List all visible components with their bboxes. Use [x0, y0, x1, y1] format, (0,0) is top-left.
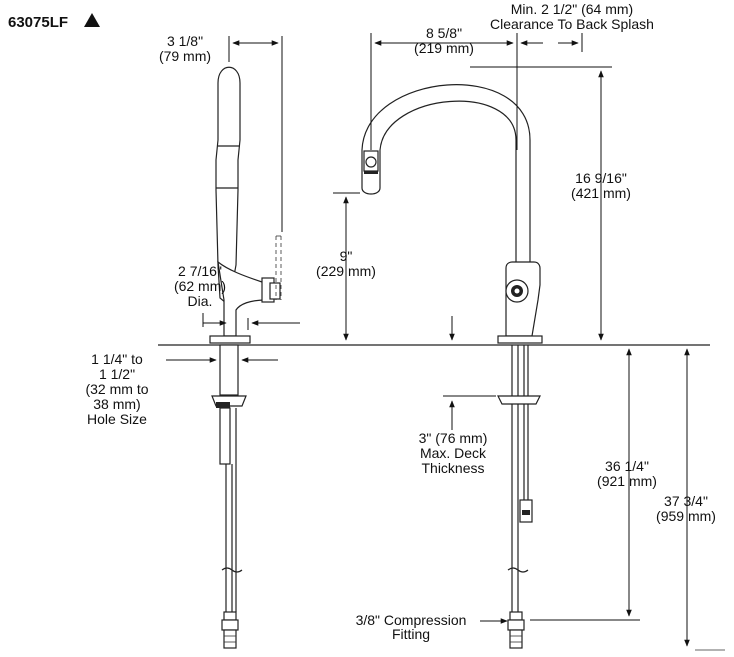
dimension-spout-height — [470, 66, 612, 341]
label-hole-size-2: 1 1/2" — [99, 366, 135, 382]
label-deck-thickness-1: 3" (76 mm) — [419, 430, 488, 446]
model-number: 63075LF — [8, 14, 68, 31]
label-overall-mm: (959 mm) — [656, 508, 716, 524]
label-width-top-mm: (79 mm) — [159, 48, 211, 64]
label-hole-size-1: 1 1/4" to — [91, 351, 143, 367]
label-base-dia-in: 2 7/16" — [178, 263, 222, 279]
label-spout-height-mm: (421 mm) — [571, 185, 631, 201]
label-base-dia-word: Dia. — [188, 293, 213, 309]
label-deck-thickness-3: Thickness — [421, 460, 484, 476]
dimension-below-deck — [530, 348, 640, 621]
label-below-deck-mm: (921 mm) — [597, 473, 657, 489]
label-compression-1: 3/8" Compression — [356, 612, 467, 628]
label-aerator-height-mm: (229 mm) — [316, 263, 376, 279]
label-overall-in: 37 3/4" — [664, 493, 708, 509]
label-reach-in: 8 5/8" — [426, 25, 462, 41]
dimension-spout-reach — [370, 33, 518, 150]
warning-triangle-icon — [84, 13, 100, 27]
label-reach-mm: (219 mm) — [414, 40, 474, 56]
label-hole-size-3: (32 mm to — [85, 381, 148, 397]
dimension-width-top — [228, 36, 283, 232]
label-hole-size-5: Hole Size — [87, 411, 147, 427]
front-view-faucet — [361, 84, 543, 649]
label-width-top-in: 3 1/8" — [167, 33, 203, 49]
label-hole-size-4: 38 mm) — [93, 396, 140, 412]
dimension-clearance — [520, 33, 583, 52]
side-view-faucet — [209, 66, 282, 649]
label-deck-thickness-2: Max. Deck — [420, 445, 487, 461]
label-below-deck-in: 36 1/4" — [605, 458, 649, 474]
label-aerator-height-in: 9" — [340, 248, 353, 264]
dimension-deck-thickness — [443, 316, 496, 430]
label-base-dia-mm: (62 mm) — [174, 278, 226, 294]
label-spout-height-in: 16 9/16" — [575, 170, 627, 186]
dimension-aerator-height — [333, 192, 360, 341]
label-clearance-2: Clearance To Back Splash — [490, 16, 654, 32]
dimension-base-diameter — [202, 313, 300, 330]
label-compression-2: Fitting — [392, 626, 430, 642]
label-clearance-1: Min. 2 1/2" (64 mm) — [511, 1, 633, 17]
